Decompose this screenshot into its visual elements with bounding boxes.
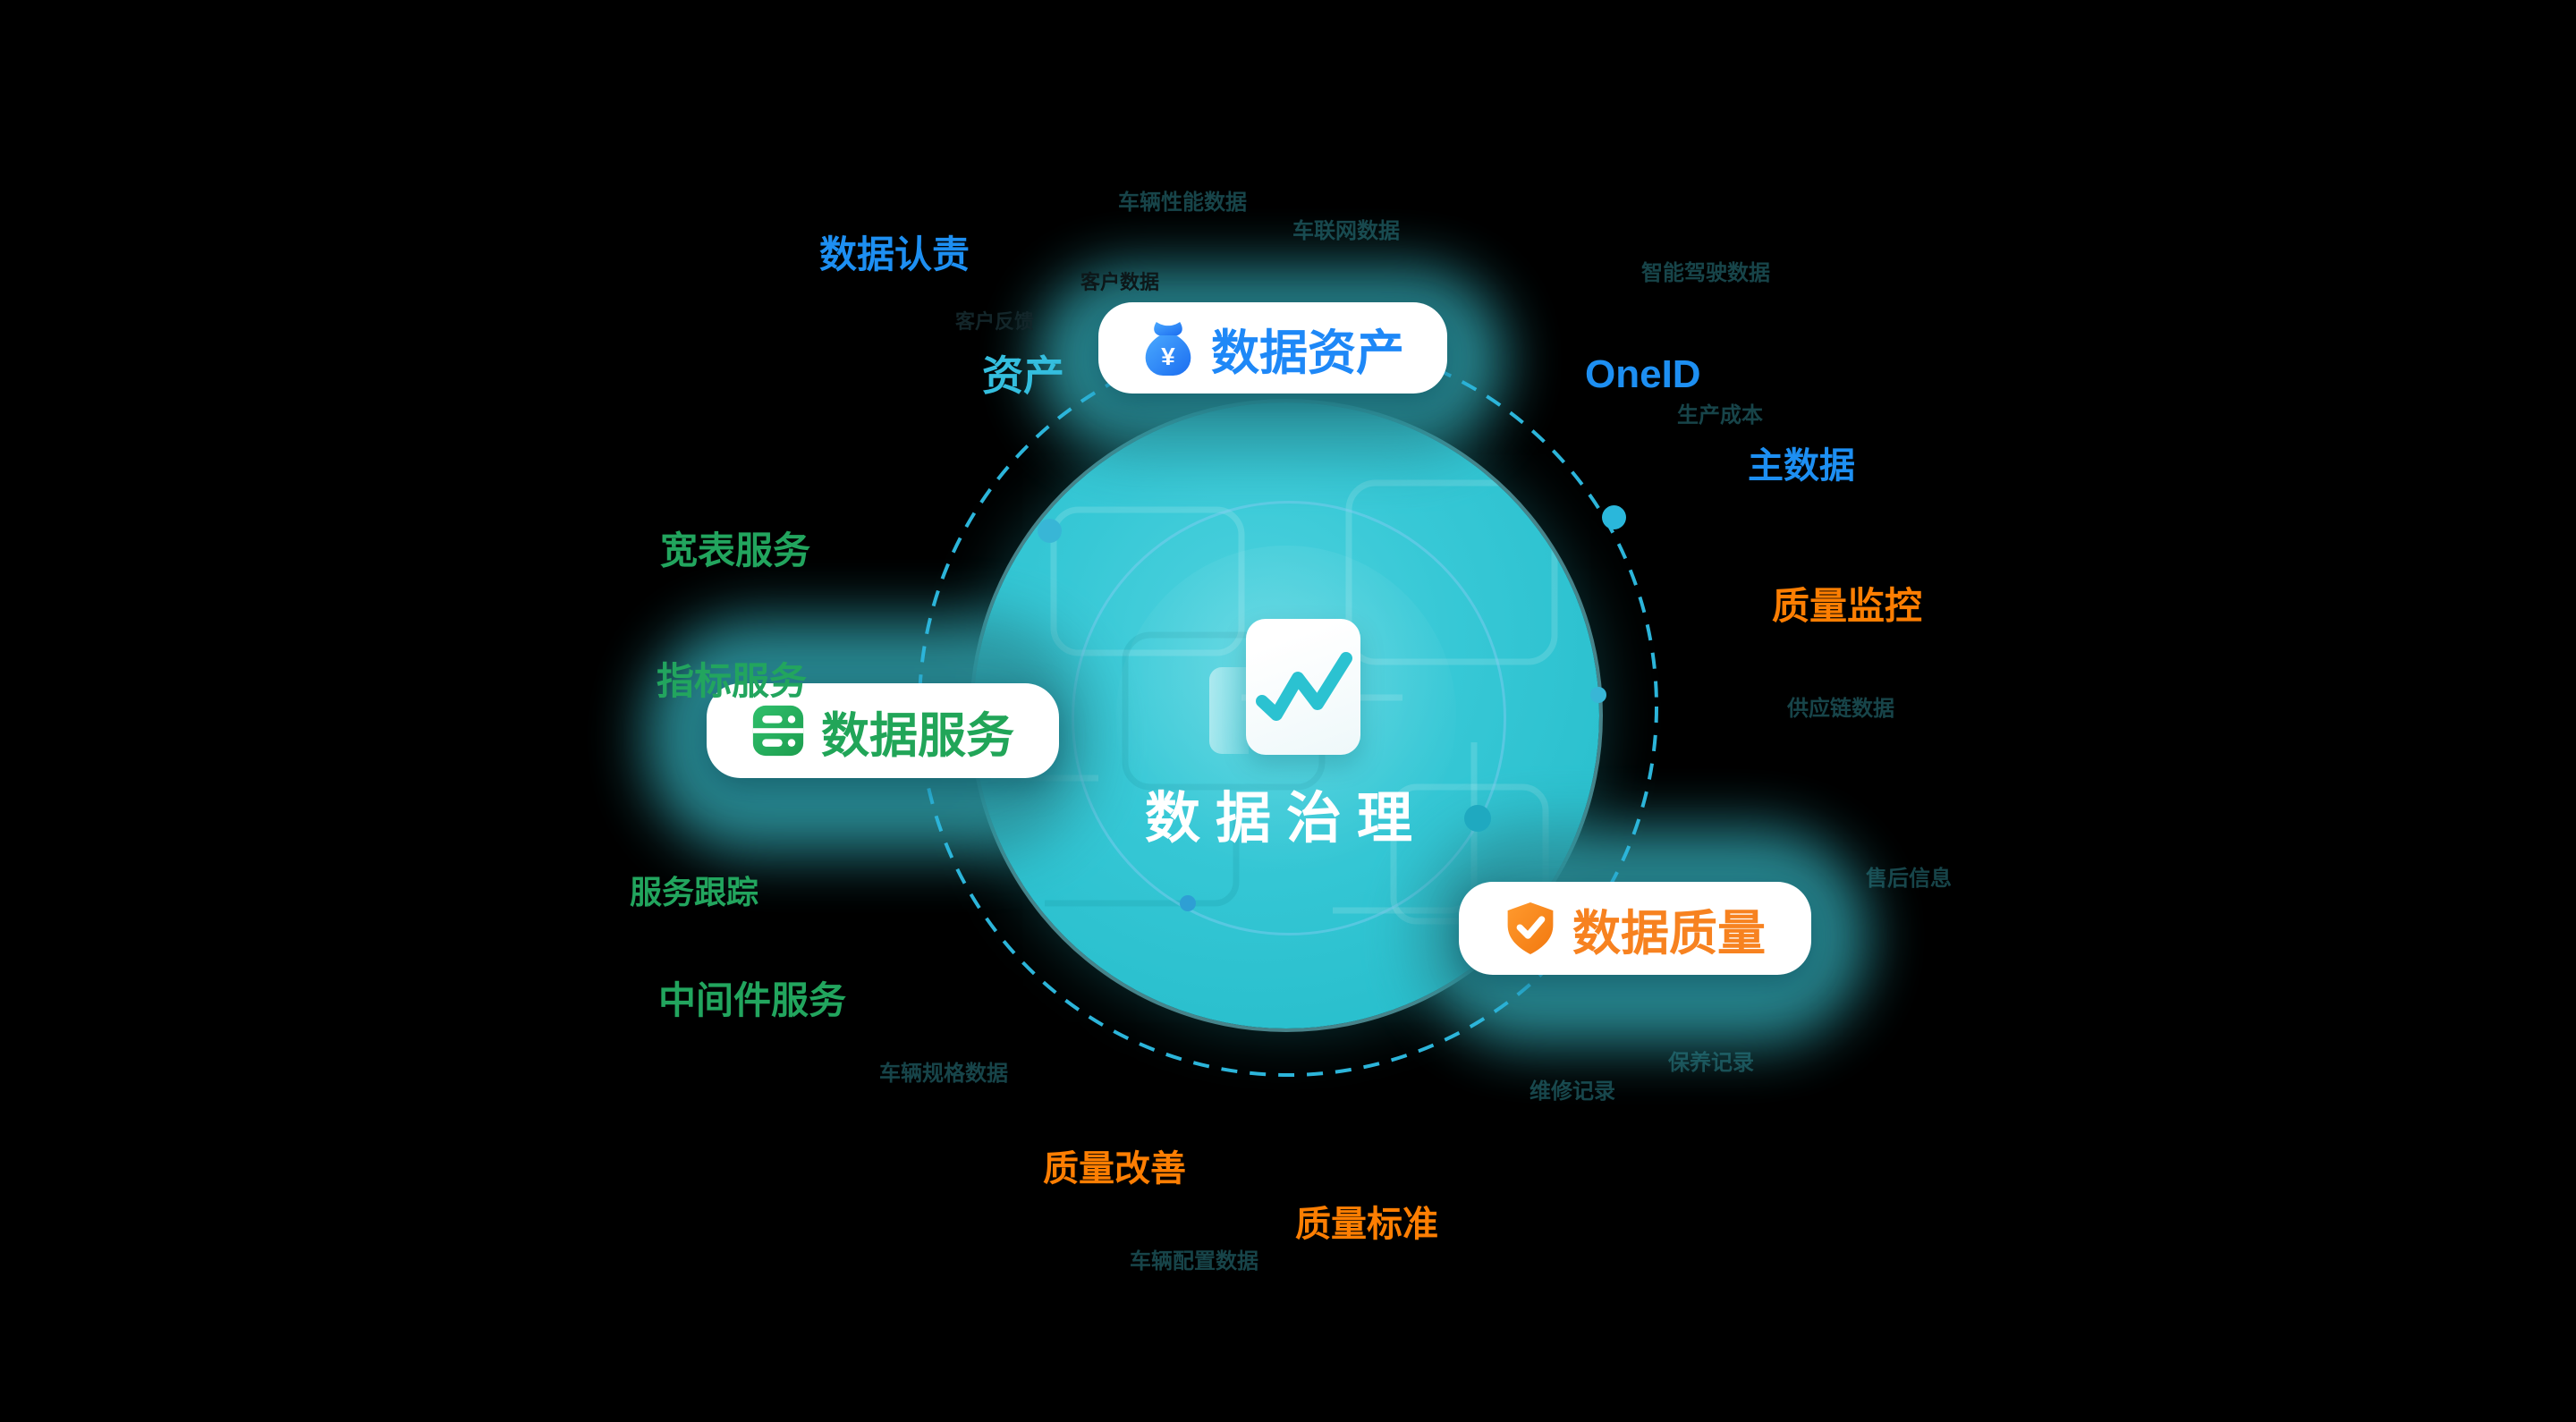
faint-label-repair-records: 维修记录 xyxy=(1530,1079,1615,1104)
faint-label-aftersales-info: 售后信息 xyxy=(1866,867,1952,891)
circle-dot xyxy=(1038,519,1062,543)
oneid-label: OneID xyxy=(1585,352,1701,396)
center-title: 数据治理 xyxy=(1144,788,1428,850)
customer-data-label: 客户数据 xyxy=(1080,271,1160,293)
money-bag-icon: ¥ xyxy=(1145,321,1191,376)
data-quality-pill: 数据质量 xyxy=(1459,882,1811,975)
asset-partial-label: 资产 xyxy=(982,352,1064,399)
service-tracking-label: 服务跟踪 xyxy=(630,874,759,910)
faint-label-telematics: 车联网数据 xyxy=(1292,219,1400,243)
master-data-label: 主数据 xyxy=(1748,446,1855,486)
indicator-service-label: 指标服务 xyxy=(657,660,808,702)
faint-label-vehicle-spec: 车辆规格数据 xyxy=(879,1062,1008,1086)
circle-dot xyxy=(1590,687,1606,703)
document-chart-icon xyxy=(1199,617,1377,760)
svg-text:¥: ¥ xyxy=(1161,343,1175,370)
faint-label-production-cost: 生产成本 xyxy=(1677,403,1763,427)
data-quality-label: 数据质量 xyxy=(1572,906,1766,961)
orbit-dot xyxy=(1602,505,1626,529)
data-responsibility-label: 数据认责 xyxy=(819,233,970,275)
data-asset-pill: ¥ 数据资产 xyxy=(1098,302,1447,394)
customer-feedback-label: 客户反馈 xyxy=(955,310,1035,333)
data-asset-label: 数据资产 xyxy=(1211,326,1404,380)
faint-label-maintenance-records: 保养记录 xyxy=(1668,1051,1754,1075)
trend-line-icon xyxy=(1256,652,1352,721)
shield-check-icon xyxy=(1507,902,1554,954)
faint-label-intelligent-driving: 智能驾驶数据 xyxy=(1641,261,1770,285)
server-stack-icon xyxy=(752,705,804,757)
quality-standard-label: 质量标准 xyxy=(1295,1205,1438,1244)
ring-dot xyxy=(1180,895,1196,911)
faint-label-supply-chain: 供应链数据 xyxy=(1787,697,1894,721)
quality-monitor-label: 质量监控 xyxy=(1772,585,1923,627)
faint-label-vehicle-performance: 车辆性能数据 xyxy=(1118,190,1247,215)
wide-table-service-label: 宽表服务 xyxy=(660,529,811,571)
data-service-label: 数据服务 xyxy=(821,708,1014,763)
middleware-service-label: 中间件服务 xyxy=(658,979,847,1021)
ring-dot xyxy=(1464,805,1491,832)
document-back-page xyxy=(1209,667,1249,754)
quality-improve-label: 质量改善 xyxy=(1043,1149,1186,1189)
faint-label-vehicle-config: 车辆配置数据 xyxy=(1130,1249,1258,1274)
